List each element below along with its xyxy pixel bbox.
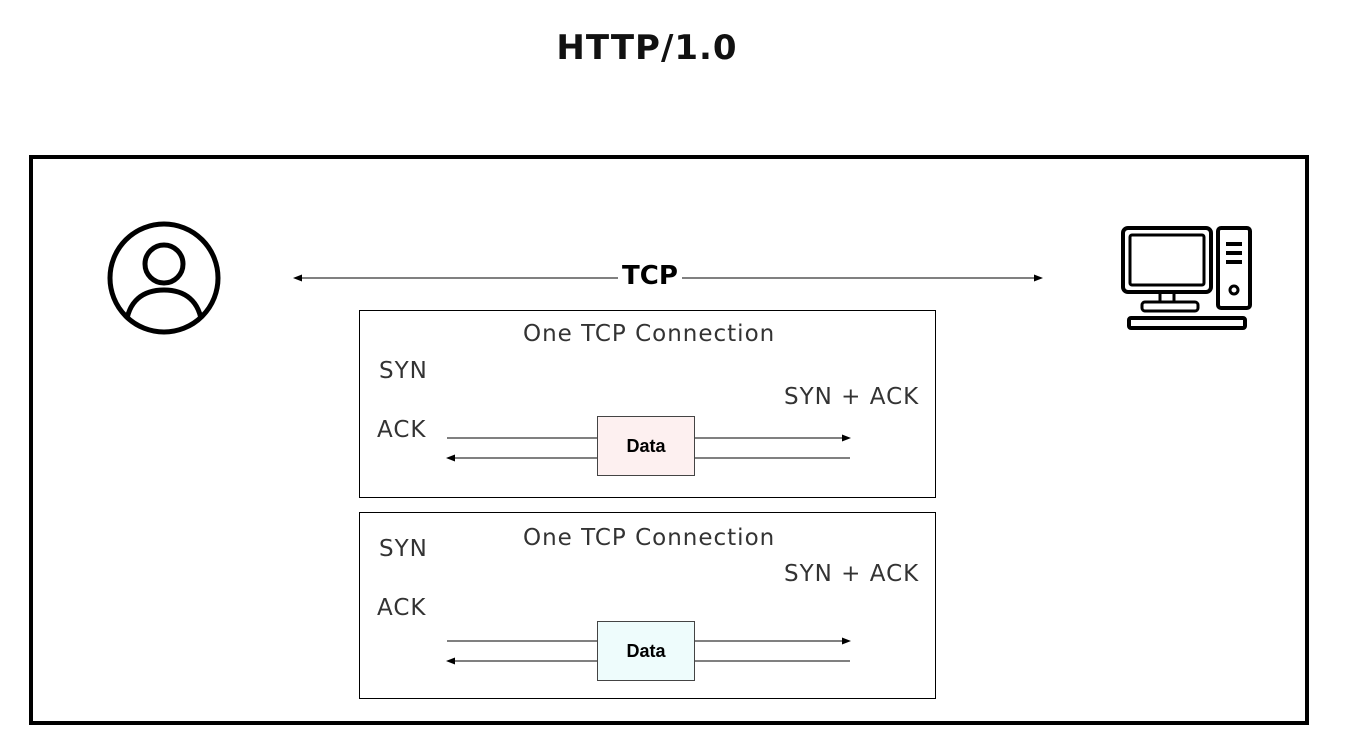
syn-ack-label: SYN + ACK [784, 384, 920, 410]
computer-icon [1120, 224, 1254, 332]
syn-label: SYN [379, 358, 428, 384]
ack-label: ACK [377, 595, 427, 621]
connection-title: One TCP Connection [523, 525, 776, 551]
tcp-label: TCP [618, 261, 682, 291]
syn-ack-label: SYN + ACK [784, 561, 920, 587]
syn-label: SYN [379, 536, 428, 562]
data-box: Data [597, 621, 695, 681]
user-icon [104, 218, 224, 338]
tcp-connection-box-1: One TCP Connection SYN SYN + ACK ACK Dat… [359, 310, 936, 498]
ack-label: ACK [377, 417, 427, 443]
data-box: Data [597, 416, 695, 476]
diagram-title: HTTP/1.0 [556, 28, 738, 68]
connection-title: One TCP Connection [523, 321, 776, 347]
tcp-connection-box-2: One TCP Connection SYN SYN + ACK ACK Dat… [359, 512, 936, 699]
outer-frame [29, 155, 1309, 725]
